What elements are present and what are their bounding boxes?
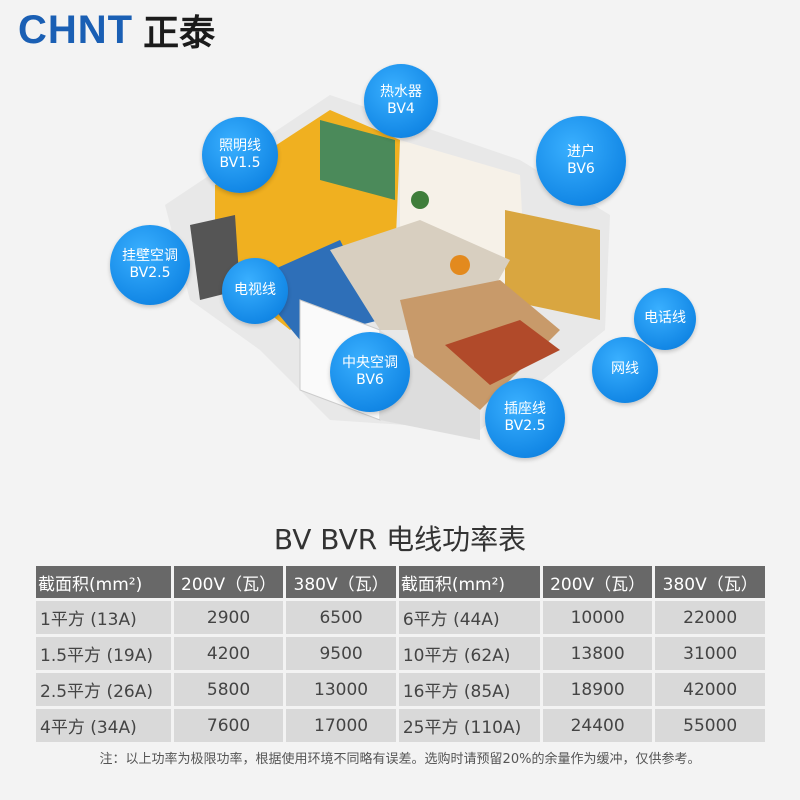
bubble-label: 挂壁空调 <box>122 247 178 264</box>
chnt-logo: CHNT 正泰 <box>18 7 215 55</box>
bubble-label: 热水器 <box>380 83 422 100</box>
table-cell: 4平方 (34A) <box>36 709 171 742</box>
header-cell: 200V（瓦） <box>542 566 653 598</box>
header-cell: 380V（瓦） <box>286 566 396 598</box>
table-cell: 13800 <box>542 637 653 670</box>
table-cell: 6平方 (44A) <box>398 601 540 634</box>
table-cell: 4200 <box>173 637 284 670</box>
table-cell: 13000 <box>286 673 396 706</box>
table-cell: 17000 <box>286 709 396 742</box>
table-cell: 2900 <box>173 601 284 634</box>
table-cell: 9500 <box>286 637 396 670</box>
table-cell: 16平方 (85A) <box>398 673 540 706</box>
table-title: BV BVR 电线功率表 <box>273 523 527 556</box>
bubble-label: 中央空调 <box>342 354 398 371</box>
bubble-tv: 电视线 <box>222 258 288 324</box>
bubble-spec: BV2.5 <box>504 418 546 434</box>
table-cell: 10平方 (62A) <box>398 637 540 670</box>
bubble-network: 网线 <box>592 337 658 403</box>
bubble-label: 插座线 <box>504 400 546 417</box>
bubble-spec: BV6 <box>567 161 595 177</box>
power-table: 截面积(mm²) 200V（瓦） 380V（瓦） 截面积(mm²) 200V（瓦… <box>33 563 768 745</box>
bubble-label: 照明线 <box>219 137 261 154</box>
table-cell: 42000 <box>655 673 765 706</box>
table-cell: 18900 <box>542 673 653 706</box>
table-cell: 31000 <box>655 637 765 670</box>
table-cell: 24400 <box>542 709 653 742</box>
table-cell: 1平方 (13A) <box>36 601 171 634</box>
header-cell: 截面积(mm²) <box>36 566 171 598</box>
table-cell: 25平方 (110A) <box>398 709 540 742</box>
table-cell: 5800 <box>173 673 284 706</box>
bubble-spec: BV2.5 <box>129 265 171 281</box>
table-cell: 6500 <box>286 601 396 634</box>
bubble-spec: BV4 <box>387 101 415 117</box>
header-cell: 200V（瓦） <box>173 566 284 598</box>
bubble-spec: BV1.5 <box>219 155 261 171</box>
bubble-label: 网线 <box>611 361 639 378</box>
logo-cn: 正泰 <box>143 13 216 54</box>
footnote: 注：以上功率为极限功率，根据使用环境不同略有误差。选购时请预留20%的余量作为缓… <box>99 752 701 767</box>
header-cell: 380V（瓦） <box>655 566 765 598</box>
bubble-phone: 电话线 <box>634 288 696 350</box>
table-cell: 10000 <box>542 601 653 634</box>
table-cell: 22000 <box>655 601 765 634</box>
table-cell: 7600 <box>173 709 284 742</box>
bubble-spec: BV6 <box>356 372 384 388</box>
logo-en: CHNT <box>18 7 134 52</box>
house-illustration <box>165 95 610 440</box>
table-cell: 55000 <box>655 709 765 742</box>
table-cell: 2.5平方 (26A) <box>36 673 171 706</box>
table-header: 截面积(mm²) 200V（瓦） 380V（瓦） 截面积(mm²) 200V（瓦… <box>36 566 765 598</box>
bubble-label: 电视线 <box>234 282 276 299</box>
bubble-label: 进户 <box>567 143 595 160</box>
bubble-label: 电话线 <box>644 310 686 327</box>
table-cell: 1.5平方 (19A) <box>36 637 171 670</box>
header-cell: 截面积(mm²) <box>398 566 540 598</box>
